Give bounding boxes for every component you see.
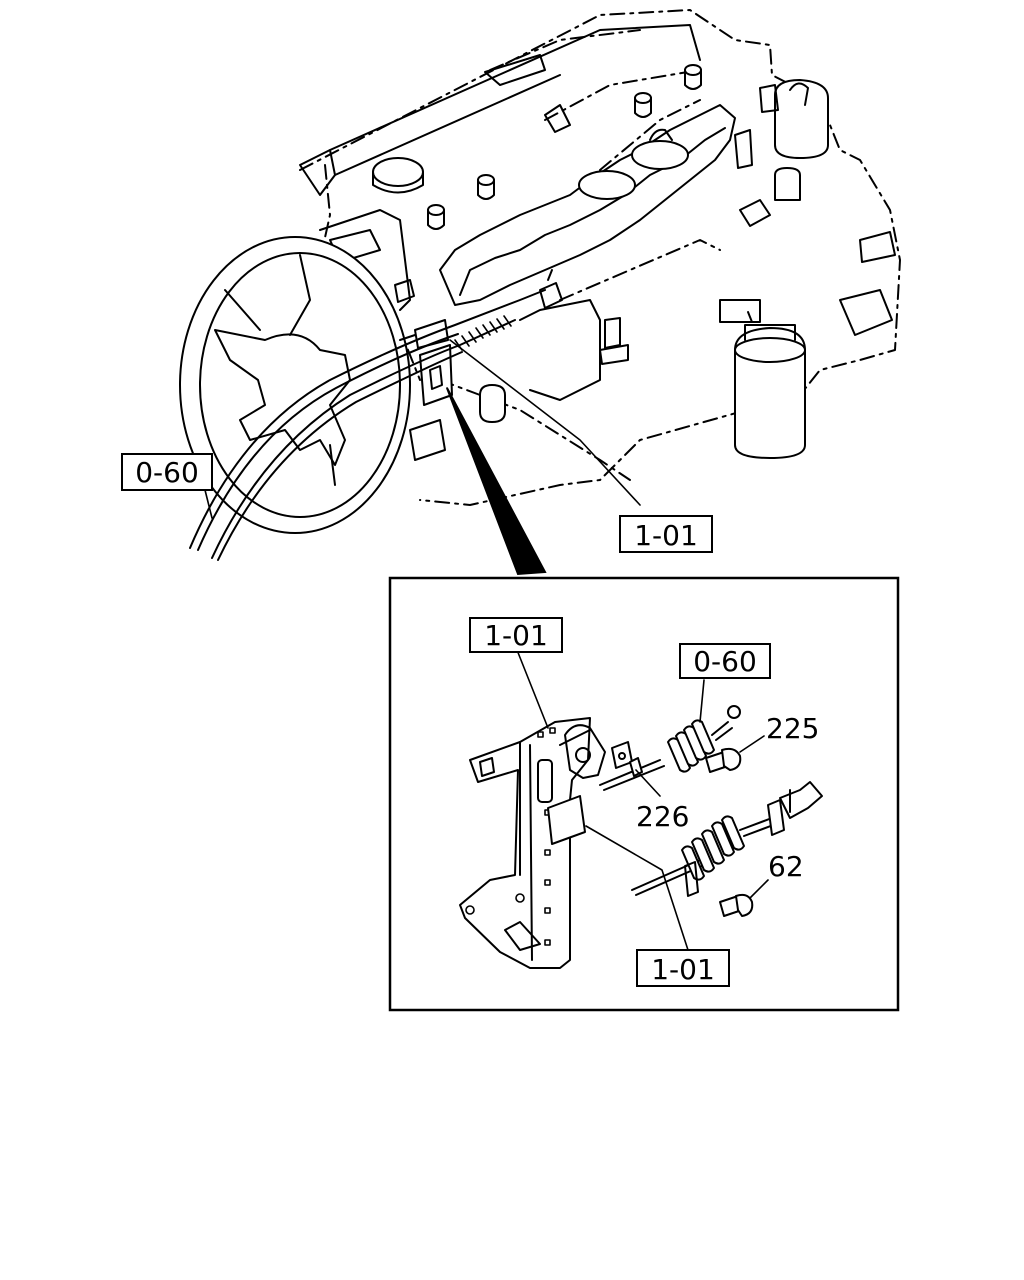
callout-engine-cable-text: 0-60	[135, 456, 199, 489]
detail-lower-cable	[631, 781, 823, 897]
callout-detail-cable-text: 0-60	[693, 645, 757, 678]
bolt-62: 62	[719, 850, 804, 917]
detail-upper-cable	[599, 679, 741, 791]
part-number-62: 62	[768, 850, 804, 883]
callout-detail-bracket-text: 1-01	[484, 619, 548, 652]
control-cables	[189, 269, 563, 561]
callout-detail-cable: 0-60	[679, 643, 771, 679]
callout-detail-bracket: 1-01	[469, 617, 563, 653]
leader-engine-bracket	[449, 339, 641, 506]
part-number-226: 226	[636, 800, 689, 833]
callout-engine-cable: 0-60	[121, 453, 213, 519]
nut-226: 226	[629, 757, 689, 833]
callout-detail-lower-bracket: 1-01	[636, 949, 730, 987]
callout-engine-bracket-text: 1-01	[634, 519, 698, 552]
engine-illustration	[179, 9, 901, 534]
detail-bracket	[459, 717, 606, 969]
zoom-wedge	[446, 387, 547, 576]
fan-pulley	[179, 236, 411, 534]
callout-detail-lower-bracket-text: 1-01	[651, 953, 715, 986]
bolt-225: 225	[705, 712, 819, 773]
callout-engine-bracket: 1-01	[619, 515, 713, 553]
detail-inset: 225 226 62 1-01 0-60 1-01	[388, 576, 900, 1012]
part-number-225: 225	[766, 712, 819, 745]
